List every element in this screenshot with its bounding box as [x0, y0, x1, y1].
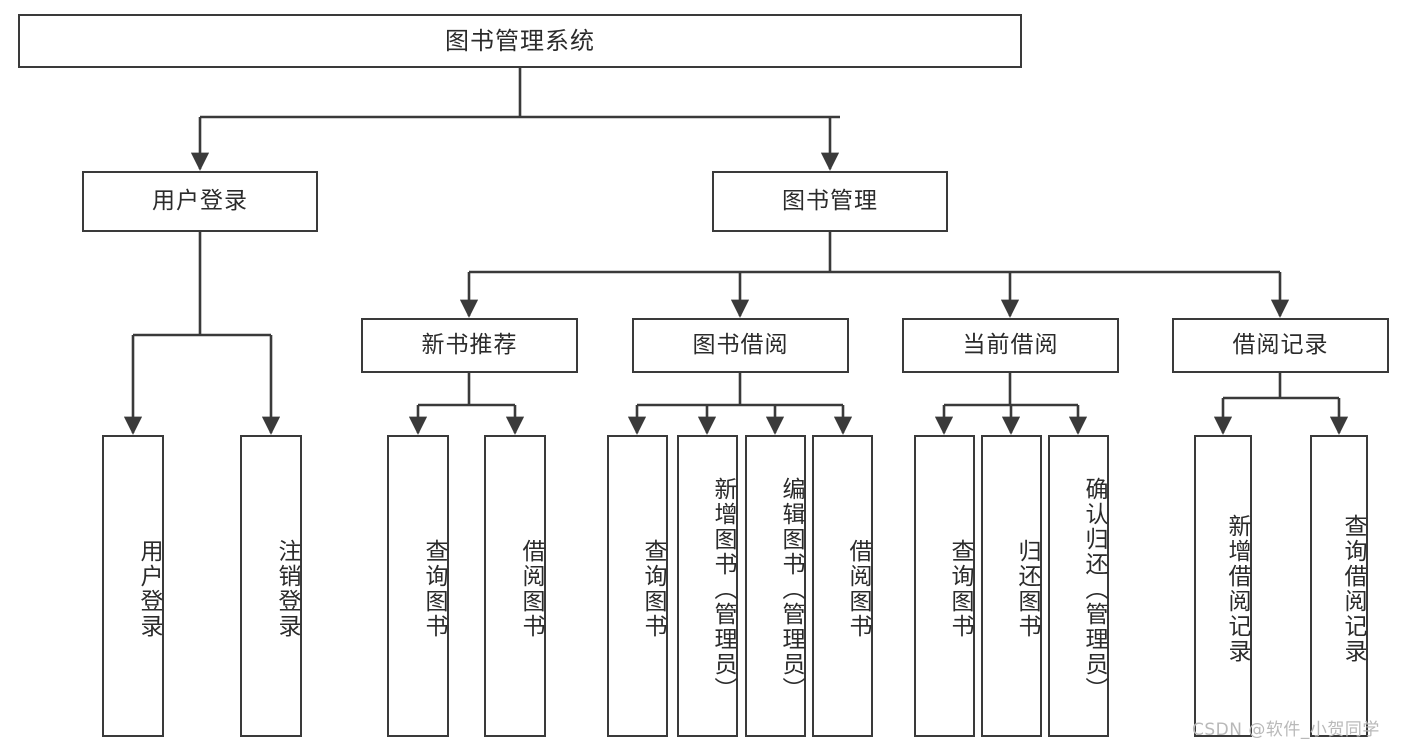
- node-book-management-label: 图书管理: [782, 187, 878, 214]
- node-root-label: 图书管理系统: [445, 26, 595, 55]
- leaf-newbook-borrow-book[interactable]: 借阅图书: [484, 435, 546, 737]
- leaf-record-add[interactable]: 新增借阅记录: [1194, 435, 1252, 737]
- leaf-current-return-book-label: 归还图书: [1014, 539, 1040, 639]
- leaf-borrow-lend-book[interactable]: 借阅图书: [812, 435, 873, 737]
- leaf-user-logout-label: 注销登录: [274, 539, 300, 639]
- leaf-current-query-book[interactable]: 查询图书: [914, 435, 975, 737]
- leaf-record-add-label: 新增借阅记录: [1224, 514, 1250, 664]
- node-current-borrow[interactable]: 当前借阅: [902, 318, 1119, 373]
- leaf-user-login-label: 用户登录: [136, 539, 162, 639]
- leaf-borrow-add-book-admin[interactable]: 新增图书（管理员）: [677, 435, 738, 737]
- leaf-newbook-query-book-label: 查询图书: [421, 539, 447, 639]
- leaf-borrow-query-book-label: 查询图书: [640, 539, 666, 639]
- node-book-borrow[interactable]: 图书借阅: [632, 318, 849, 373]
- leaf-record-query[interactable]: 查询借阅记录: [1310, 435, 1368, 737]
- leaf-record-query-label: 查询借阅记录: [1340, 514, 1366, 664]
- leaf-borrow-query-book[interactable]: 查询图书: [607, 435, 668, 737]
- leaf-borrow-edit-book-admin-label: 编辑图书（管理员）: [778, 476, 804, 702]
- csdn-watermark: CSDN @软件_小贺同学: [1192, 720, 1380, 740]
- leaf-current-query-book-label: 查询图书: [947, 539, 973, 639]
- node-user-login-label: 用户登录: [152, 187, 248, 214]
- leaf-current-return-book[interactable]: 归还图书: [981, 435, 1042, 737]
- leaf-newbook-borrow-book-label: 借阅图书: [518, 539, 544, 639]
- leaf-borrow-add-book-admin-label: 新增图书（管理员）: [710, 476, 736, 702]
- node-root[interactable]: 图书管理系统: [18, 14, 1022, 68]
- node-borrow-records-label: 借阅记录: [1232, 331, 1329, 358]
- node-new-book-recommend[interactable]: 新书推荐: [361, 318, 578, 373]
- node-user-login[interactable]: 用户登录: [82, 171, 318, 232]
- node-book-management[interactable]: 图书管理: [712, 171, 948, 232]
- node-new-book-recommend-label: 新书推荐: [421, 331, 518, 358]
- leaf-current-confirm-return-admin[interactable]: 确认归还（管理员）: [1048, 435, 1109, 737]
- leaf-user-logout[interactable]: 注销登录: [240, 435, 302, 737]
- leaf-user-login[interactable]: 用户登录: [102, 435, 164, 737]
- node-book-borrow-label: 图书借阅: [692, 331, 789, 358]
- node-current-borrow-label: 当前借阅: [962, 331, 1059, 358]
- leaf-newbook-query-book[interactable]: 查询图书: [387, 435, 449, 737]
- leaf-borrow-edit-book-admin[interactable]: 编辑图书（管理员）: [745, 435, 806, 737]
- leaf-borrow-lend-book-label: 借阅图书: [845, 539, 871, 639]
- leaf-current-confirm-return-admin-label: 确认归还（管理员）: [1081, 476, 1107, 702]
- node-borrow-records[interactable]: 借阅记录: [1172, 318, 1389, 373]
